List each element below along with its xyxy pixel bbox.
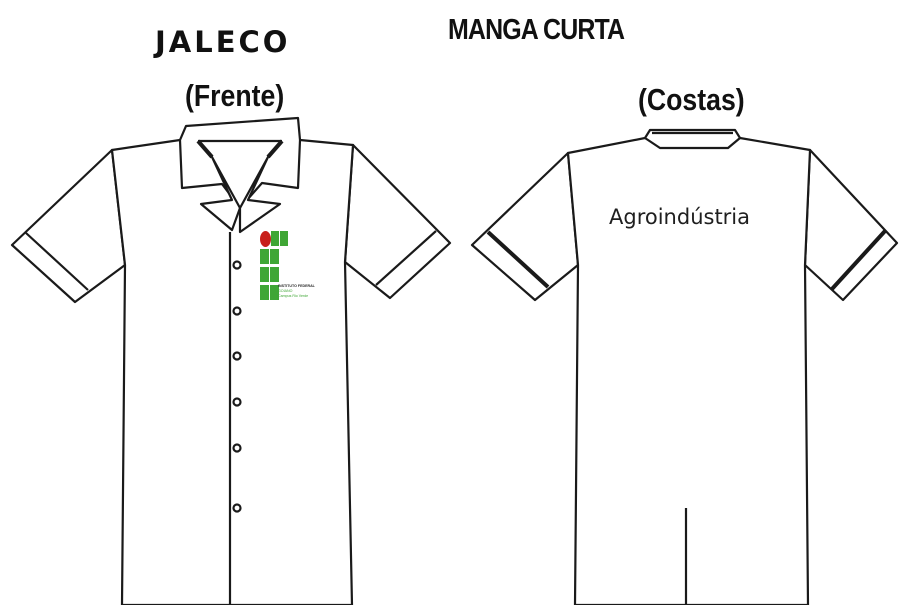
logo-square [260, 267, 269, 282]
logo-text-line1: INSTITUTO FEDERAL [278, 284, 315, 288]
back-left-cuff [486, 230, 550, 289]
back-right-sleeve [803, 148, 899, 302]
logo-square [260, 285, 269, 300]
front-button [232, 503, 242, 513]
front-button [232, 351, 242, 361]
front-button [232, 306, 242, 316]
front-lapel-right [238, 155, 282, 234]
front-right-cuff [375, 230, 437, 286]
back-collar [643, 128, 742, 150]
front-collar-notch-right [266, 139, 284, 159]
title-manga-curta: MANGA CURTA [448, 14, 625, 46]
logo-square [280, 231, 288, 246]
back-right-cuff [830, 229, 887, 291]
label-back-view: (Costas) [638, 82, 745, 117]
logo-square [270, 249, 279, 264]
logo-square [270, 285, 279, 300]
front-collar-notch-left [196, 139, 214, 159]
front-left-cuff [25, 232, 89, 291]
front-lapel-left [199, 155, 242, 232]
label-front-view: (Frente) [185, 78, 285, 113]
front-button [232, 443, 242, 453]
back-left-sleeve [470, 151, 580, 302]
title-jaleco: JALECO [155, 25, 291, 59]
logo-square [271, 231, 279, 246]
front-button [232, 260, 242, 270]
back-print-text: Agroindústria [609, 205, 751, 229]
logo-text-line3: Campus Rio Verde [278, 294, 309, 298]
institution-logo: INSTITUTO FEDERAL GOIANO Campus Rio Verd… [258, 229, 338, 314]
logo-text-line2: GOIANO [278, 289, 293, 293]
logo-square [270, 267, 279, 282]
logo-red-dot [260, 231, 271, 247]
front-button [232, 397, 242, 407]
logo-square [260, 249, 269, 264]
